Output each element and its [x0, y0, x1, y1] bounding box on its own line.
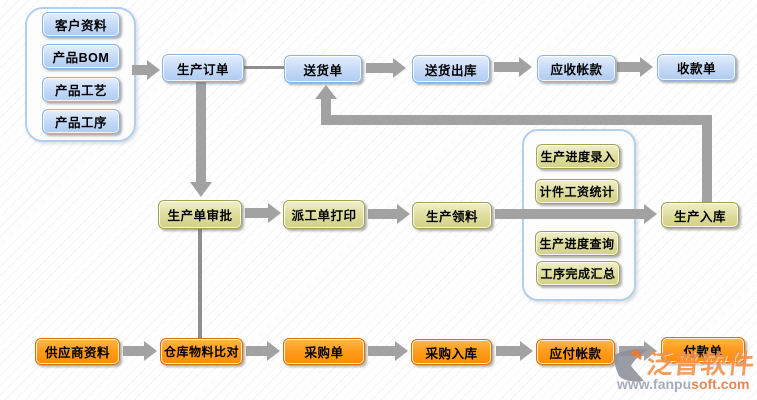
feedback-line-horizontal — [321, 115, 712, 125]
node-supplier-data: 供应商资料 — [35, 338, 120, 365]
arrow-supplier-to-compare — [123, 341, 157, 361]
arrow-print-to-pick — [368, 204, 410, 224]
node-product-craft: 产品工艺 — [42, 77, 120, 102]
node-purchase-inbound: 采购入库 — [411, 339, 492, 365]
node-production-inbound: 生产入库 — [661, 202, 739, 228]
node-payment-note: 付款单 — [661, 337, 745, 363]
watermark: 泛普软件 www.fanpusoft.com — [613, 344, 756, 396]
arrow-pick-to-productionin — [495, 204, 657, 224]
node-progress-query: 生产进度查询 — [535, 231, 619, 256]
feedback-line-vertical — [702, 123, 712, 203]
arrow-po-to-purchasein — [368, 341, 408, 361]
line-approval-warehouse — [198, 227, 202, 338]
node-warehouse-compare: 仓库物料比对 — [160, 338, 243, 365]
node-delivery-note: 送货单 — [284, 55, 362, 83]
arrow-basics-to-order — [132, 60, 160, 80]
fanpu-logo-icon — [614, 349, 647, 382]
node-process-summary: 工序完成汇总 — [536, 261, 620, 286]
arrow-receivable-to-receipt — [617, 57, 653, 77]
node-purchase-order: 采购单 — [283, 338, 365, 365]
arrow-delivery-to-deliveryout — [366, 58, 406, 78]
line-order-delivery — [242, 66, 284, 69]
node-delivery-outbound: 送货出库 — [412, 55, 490, 83]
arrow-up-into-delivery — [315, 85, 337, 125]
node-product-bom: 产品BOM — [42, 44, 120, 69]
node-receipt-note: 收款单 — [657, 54, 736, 81]
node-accounts-payable: 应付帐款 — [536, 339, 615, 365]
arrow-order-to-approval — [190, 82, 212, 197]
arrow-purchasein-to-payable — [496, 341, 533, 361]
node-material-picking: 生产领料 — [412, 202, 492, 229]
watermark-url: www.fanpusoft.com — [617, 376, 750, 392]
node-order-approval: 生产单审批 — [158, 200, 242, 229]
node-accounts-receivable: 应收帐款 — [537, 55, 616, 82]
node-dispatch-print: 派工单打印 — [283, 200, 365, 229]
node-customer-data: 客户资料 — [42, 12, 120, 37]
arrow-approval-to-print — [245, 203, 281, 223]
arrow-deliveryout-to-receivable — [494, 57, 532, 77]
arrow-compare-to-po — [246, 341, 280, 361]
node-piece-wage-stats: 计件工资统计 — [535, 179, 619, 204]
node-product-procedure: 产品工序 — [42, 109, 120, 134]
node-progress-entry: 生产进度录入 — [536, 144, 620, 169]
node-production-order: 生产订单 — [162, 54, 244, 82]
